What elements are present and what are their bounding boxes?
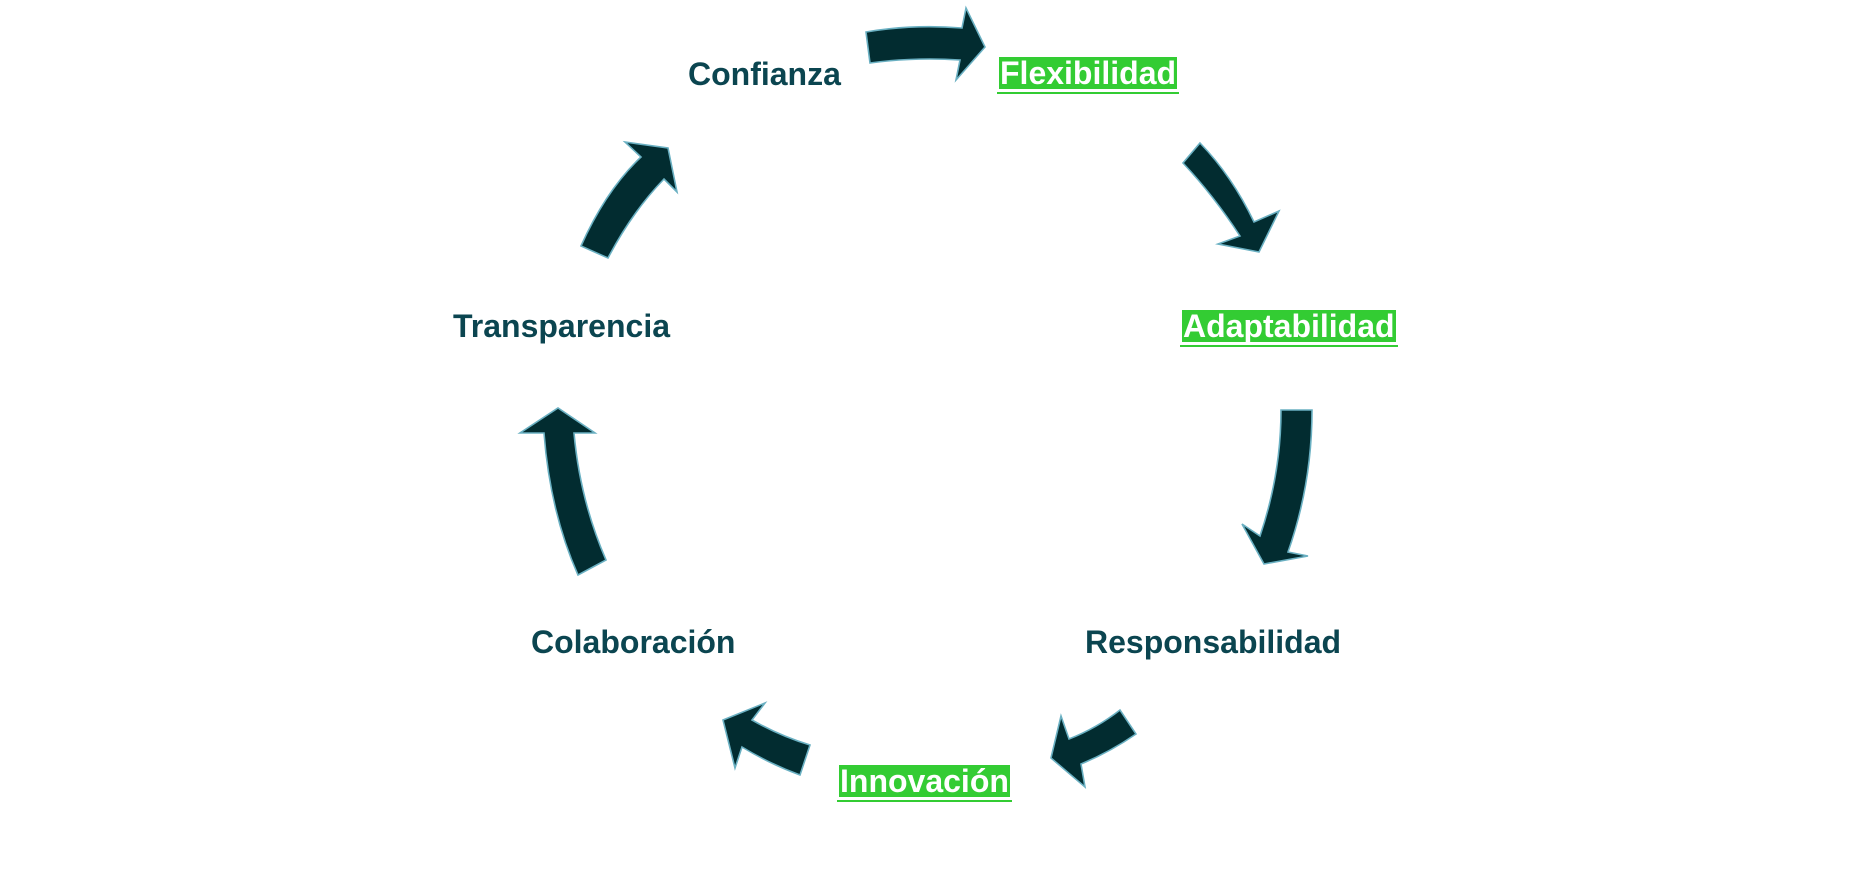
highlight-underline <box>837 800 1012 802</box>
node-confianza: Confianza <box>688 57 841 91</box>
arrow-colaboracion-to-transparencia <box>517 407 608 577</box>
node-colaboracion: Colaboración <box>531 625 735 659</box>
highlight-underline <box>997 92 1180 94</box>
arrow-transparencia-to-confianza <box>579 140 679 260</box>
arrow-confianza-to-flexibilidad <box>865 5 986 83</box>
node-innovacion[interactable]: Innovación <box>837 763 1012 802</box>
node-responsabilidad: Responsabilidad <box>1085 625 1341 659</box>
node-transparencia: Transparencia <box>453 309 670 343</box>
node-label: Transparencia <box>453 308 670 344</box>
node-label: Adaptabilidad <box>1182 308 1396 344</box>
arrow-innovacion-to-colaboracion <box>722 701 812 777</box>
node-adaptabilidad[interactable]: Adaptabilidad <box>1180 308 1398 347</box>
node-label: Innovación <box>839 763 1010 799</box>
node-label: Flexibilidad <box>999 55 1178 91</box>
node-label: Confianza <box>688 56 841 92</box>
highlight-underline <box>1180 345 1398 347</box>
arrow-flexibilidad-to-adaptabilidad <box>1181 141 1281 253</box>
node-label: Colaboración <box>531 624 736 660</box>
arrow-responsabilidad-to-innovacion <box>1050 708 1138 790</box>
node-label: Responsabilidad <box>1085 624 1342 660</box>
arrow-adaptabilidad-to-responsabilidad <box>1241 409 1313 565</box>
node-flexibilidad[interactable]: Flexibilidad <box>997 55 1180 94</box>
